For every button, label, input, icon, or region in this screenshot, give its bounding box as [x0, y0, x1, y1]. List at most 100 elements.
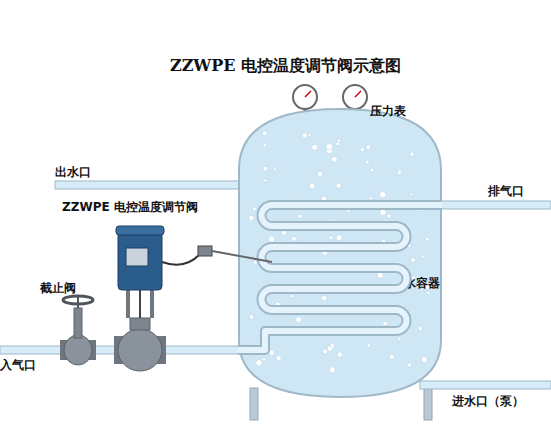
water-bubble [369, 196, 373, 200]
water-bubble [290, 311, 294, 315]
water-bubble [291, 312, 294, 315]
valve-yoke [126, 290, 130, 318]
water-bubble [262, 358, 266, 362]
water-bubble [326, 144, 333, 151]
water-bubble [253, 260, 257, 264]
water-bubble [366, 160, 370, 164]
water-bubble [425, 284, 431, 290]
water-bubble [407, 244, 411, 248]
water-bubble [262, 131, 267, 136]
water-bubble [349, 248, 353, 252]
gauge-label: 压力表 [370, 104, 406, 118]
diagram-title: ZZWPE 电控温度调节阀示意图 [170, 56, 401, 77]
stop-valve-body [64, 335, 92, 365]
water-bubble [326, 147, 333, 154]
water-inlet-label: 进水口（泵） [452, 394, 524, 408]
water-bubble [322, 250, 328, 256]
node-text: 水容器 [404, 276, 440, 290]
water-bubble [418, 327, 422, 331]
water-bubble [293, 226, 298, 231]
water-bubble [426, 238, 430, 242]
actuator-window [126, 248, 148, 266]
water-bubble [387, 214, 391, 218]
outlet-label: 出水口 [55, 165, 91, 179]
water-bubble [269, 350, 274, 355]
water-bubble [337, 352, 342, 357]
water-bubble [291, 294, 295, 298]
heating-coil-core [238, 205, 442, 350]
water-bubble [327, 346, 333, 352]
water-bubble [289, 224, 292, 227]
stop-valve-label: 截止阀 [40, 281, 76, 295]
gauge-needle [355, 91, 361, 97]
water-bubble [398, 337, 402, 341]
water-bubble [289, 199, 295, 205]
handwheel [63, 296, 93, 304]
water-bubble [337, 139, 341, 143]
gas-inlet-label: 入气口 [0, 358, 36, 372]
water-bubble [336, 142, 340, 146]
water-bubble [269, 236, 275, 242]
water-bubble [347, 209, 351, 213]
valve-label: ZZWPE 电控温度调节阀 [62, 200, 198, 214]
water-bubble [366, 145, 371, 150]
water-bubble [356, 226, 362, 232]
water-bubble [427, 291, 431, 295]
water-bubble [389, 354, 394, 359]
water-bubble [332, 156, 338, 162]
water-bubble [257, 218, 262, 223]
water-bubble [377, 272, 383, 278]
control-valve-bonnet [130, 318, 150, 330]
tank-outline [238, 108, 442, 398]
water-bubble [317, 171, 322, 176]
water-bubble [267, 245, 271, 249]
valve-yoke [150, 290, 154, 318]
water-bubble [407, 363, 411, 367]
actuator-cap [116, 226, 164, 235]
water-bubble [398, 169, 401, 172]
water-bubble [275, 302, 281, 308]
water-bubble [330, 344, 335, 349]
water-bubble [323, 349, 328, 354]
valve-stem [77, 296, 79, 308]
water-bubble [410, 193, 413, 196]
sensor-cable [162, 254, 200, 265]
water-bubble [276, 356, 281, 361]
temperature-sensor [198, 246, 212, 256]
water-bubble [329, 236, 333, 240]
water-inlet-pipe [420, 381, 551, 389]
water-bubble [370, 168, 374, 172]
water-bubble [337, 267, 340, 270]
gauge-needle [305, 91, 311, 97]
water-bubble [270, 307, 276, 313]
valve-stem [139, 290, 141, 318]
stop-valve-bonnet [74, 308, 82, 338]
water-bubble [411, 276, 415, 280]
water-bubble [344, 205, 347, 208]
water-bubble [298, 214, 302, 218]
heating-coil [238, 205, 442, 350]
water-bubble [302, 133, 307, 138]
water-bubble [420, 207, 425, 212]
tank-shell [239, 109, 441, 397]
water-bubble [397, 171, 401, 175]
water-bubble [382, 286, 387, 291]
water-bubble [367, 344, 371, 348]
gas-inlet-pipe [0, 346, 66, 354]
gas-pipe [160, 346, 242, 354]
water-bubble [421, 357, 427, 363]
water-bubble [329, 367, 335, 373]
water-tank: 水容器 [238, 108, 442, 398]
water-bubble [296, 317, 302, 323]
water-bubble [381, 240, 386, 245]
control-valve-body [118, 329, 162, 371]
water-bubble [421, 255, 424, 258]
exhaust-pipe [438, 201, 551, 209]
water-bubble [312, 144, 318, 150]
exhaust-label: 排气口 [488, 184, 524, 198]
water-bubble [377, 286, 381, 290]
